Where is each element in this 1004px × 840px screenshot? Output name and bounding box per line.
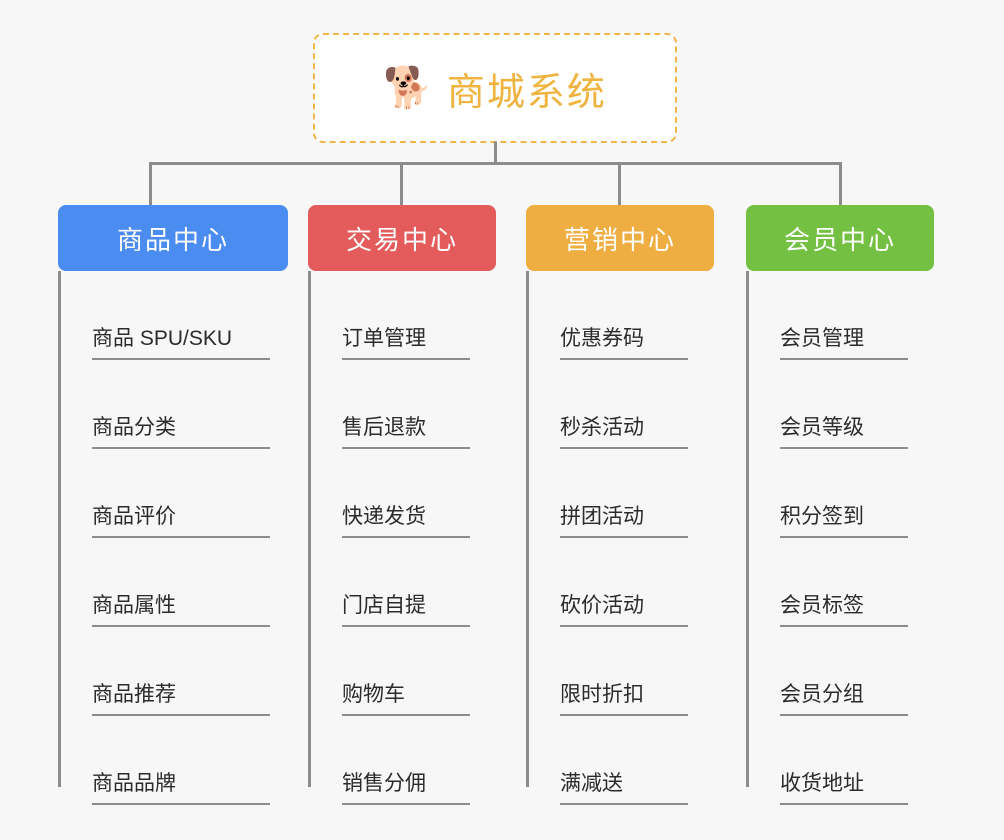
- item-label: 商品品牌: [92, 767, 270, 805]
- item-label: 商品 SPU/SKU: [92, 322, 270, 360]
- list-item[interactable]: 限时折扣: [526, 627, 714, 716]
- list-item[interactable]: 优惠券码: [526, 271, 714, 360]
- root-node-card[interactable]: 🐕 商城系统: [313, 33, 677, 143]
- list-item[interactable]: 商品评价: [58, 449, 288, 538]
- list-item[interactable]: 商品品牌: [58, 716, 288, 805]
- list-item[interactable]: 秒杀活动: [526, 360, 714, 449]
- shiba-dog-face-icon: 🐕: [383, 66, 433, 110]
- branch-item-list: 优惠券码 秒杀活动 拼团活动 砍价活动 限时折扣 满减送: [526, 271, 714, 805]
- item-label: 会员分组: [780, 678, 908, 716]
- list-item[interactable]: 购物车: [308, 627, 496, 716]
- list-item[interactable]: 会员分组: [746, 627, 934, 716]
- item-label: 收货地址: [780, 767, 908, 805]
- branch-header-marketing-center[interactable]: 营销中心: [526, 205, 714, 271]
- item-label: 秒杀活动: [560, 411, 688, 449]
- item-label: 会员标签: [780, 589, 908, 627]
- list-item[interactable]: 订单管理: [308, 271, 496, 360]
- branch-column-marketing-center: 营销中心 优惠券码 秒杀活动 拼团活动 砍价活动 限时折扣 满减送: [526, 205, 714, 805]
- list-item[interactable]: 砍价活动: [526, 538, 714, 627]
- list-item[interactable]: 满减送: [526, 716, 714, 805]
- branch-item-list: 会员管理 会员等级 积分签到 会员标签 会员分组 收货地址: [746, 271, 934, 805]
- item-label: 商品属性: [92, 589, 270, 627]
- branch-title: 交易中心: [345, 224, 458, 255]
- root-title: 商城系统: [446, 71, 607, 114]
- item-label: 会员管理: [780, 322, 908, 360]
- list-item[interactable]: 门店自提: [308, 538, 496, 627]
- item-label: 优惠券码: [560, 322, 688, 360]
- item-label: 订单管理: [342, 322, 470, 360]
- item-label: 砍价活动: [560, 589, 688, 627]
- item-label: 购物车: [342, 678, 470, 716]
- item-label: 积分签到: [780, 500, 908, 538]
- branch-column-trade-center: 交易中心 订单管理 售后退款 快递发货 门店自提 购物车 销售分佣: [308, 205, 496, 805]
- branch-header-member-center[interactable]: 会员中心: [746, 205, 934, 271]
- list-item[interactable]: 商品分类: [58, 360, 288, 449]
- branch-title: 营销中心: [563, 224, 676, 255]
- branch-header-trade-center[interactable]: 交易中心: [308, 205, 496, 271]
- item-label: 商品评价: [92, 500, 270, 538]
- item-label: 会员等级: [780, 411, 908, 449]
- list-item[interactable]: 积分签到: [746, 449, 934, 538]
- item-label: 商品分类: [92, 411, 270, 449]
- item-label: 门店自提: [342, 589, 470, 627]
- branch-column-member-center: 会员中心 会员管理 会员等级 积分签到 会员标签 会员分组 收货地址: [746, 205, 934, 805]
- item-label: 售后退款: [342, 411, 470, 449]
- branch-title: 商品中心: [116, 224, 229, 255]
- list-item[interactable]: 快递发货: [308, 449, 496, 538]
- item-label: 拼团活动: [560, 500, 688, 538]
- list-item[interactable]: 会员等级: [746, 360, 934, 449]
- branch-header-product-center[interactable]: 商品中心: [58, 205, 288, 271]
- list-item[interactable]: 售后退款: [308, 360, 496, 449]
- list-item[interactable]: 销售分佣: [308, 716, 496, 805]
- item-label: 快递发货: [342, 500, 470, 538]
- branch-item-list: 订单管理 售后退款 快递发货 门店自提 购物车 销售分佣: [308, 271, 496, 805]
- list-item[interactable]: 会员管理: [746, 271, 934, 360]
- list-item[interactable]: 会员标签: [746, 538, 934, 627]
- list-item[interactable]: 商品推荐: [58, 627, 288, 716]
- item-label: 限时折扣: [560, 678, 688, 716]
- list-item[interactable]: 商品属性: [58, 538, 288, 627]
- list-item[interactable]: 商品 SPU/SKU: [58, 271, 288, 360]
- item-label: 销售分佣: [342, 767, 470, 805]
- item-label: 商品推荐: [92, 678, 270, 716]
- branch-column-product-center: 商品中心 商品 SPU/SKU 商品分类 商品评价 商品属性 商品推荐 商品品牌: [58, 205, 288, 805]
- list-item[interactable]: 拼团活动: [526, 449, 714, 538]
- branch-title: 会员中心: [783, 224, 896, 255]
- item-label: 满减送: [560, 767, 688, 805]
- list-item[interactable]: 收货地址: [746, 716, 934, 805]
- branch-item-list: 商品 SPU/SKU 商品分类 商品评价 商品属性 商品推荐 商品品牌: [58, 271, 288, 805]
